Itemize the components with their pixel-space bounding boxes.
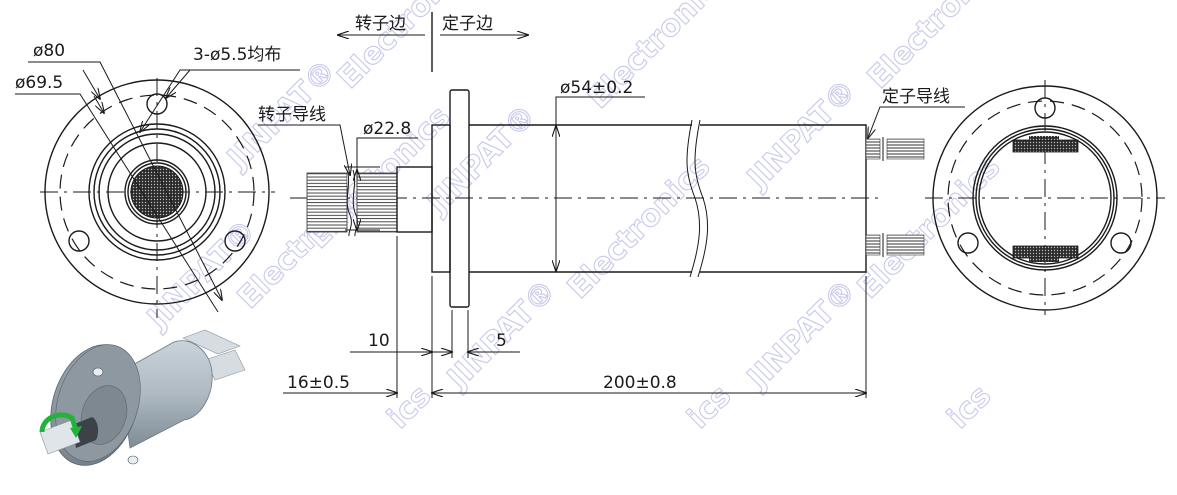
stator-wire-bundle-top	[865, 138, 881, 160]
dim-body-diameter: ø54±0.2	[560, 78, 633, 98]
bolt-hole-top	[1034, 97, 1056, 119]
body-outline	[469, 124, 867, 273]
dim-rotor-length: 16±0.5	[287, 373, 350, 393]
wire-bundle-end	[130, 165, 184, 219]
bolt-hole-left	[68, 230, 90, 252]
watermark-layer: JINPAT® Electronics Electronics JINPAT® …	[139, 0, 1018, 436]
dim-shaft-protrusion: 10	[368, 331, 390, 351]
rotor-side-label: 转子边	[355, 14, 406, 34]
dim-flange-thickness: 5	[496, 331, 507, 351]
right-end-view	[925, 80, 1165, 315]
dim-outer-diameter: ø80	[33, 41, 65, 61]
svg-text:ics: ics	[941, 378, 998, 435]
svg-text:JINPAT®: JINPAT®	[139, 213, 263, 337]
left-end-view	[15, 61, 300, 318]
bolt-hole-top	[146, 93, 168, 115]
stator-wire-bundle-bottom	[865, 234, 881, 256]
dim-bolt-circle: ø69.5	[15, 73, 63, 93]
stator-terminal-bottom	[1012, 245, 1079, 259]
bolt-hole-right	[224, 230, 246, 252]
stator-side-label: 定子边	[442, 14, 493, 34]
svg-text:Electronics: Electronics	[561, 149, 717, 305]
dim-overall-length: 200±0.8	[603, 373, 677, 393]
bolt-circle	[947, 100, 1143, 296]
side-direction-labels	[338, 12, 528, 72]
svg-text:JINPAT®: JINPAT®	[739, 273, 863, 397]
bolt-hole-left	[957, 232, 979, 254]
dim-mounting-holes: 3-ø5.5均布	[193, 45, 281, 65]
svg-text:ics: ics	[381, 378, 438, 435]
svg-text:Electronics: Electronics	[861, 0, 1017, 96]
rotor-wire-bundle	[306, 172, 348, 233]
svg-text:JINPAT®: JINPAT®	[739, 73, 863, 197]
flange	[449, 89, 470, 308]
bolt-hole-right	[1110, 232, 1132, 254]
bolt-circle	[59, 94, 255, 290]
isometric-view	[39, 329, 246, 466]
dim-shaft-diameter: ø22.8	[363, 119, 411, 139]
rotor-wires-callout: 转子导线	[258, 105, 326, 125]
side-view	[258, 89, 965, 398]
rotation-arrow-icon	[39, 412, 79, 433]
svg-text:ics: ics	[681, 378, 738, 435]
stator-terminal-top	[1012, 139, 1079, 153]
flange-outline	[44, 79, 270, 305]
flange-outline	[932, 85, 1158, 311]
stator-wires-callout: 定子导线	[882, 87, 950, 107]
svg-text:Electronics: Electronics	[581, 0, 737, 116]
